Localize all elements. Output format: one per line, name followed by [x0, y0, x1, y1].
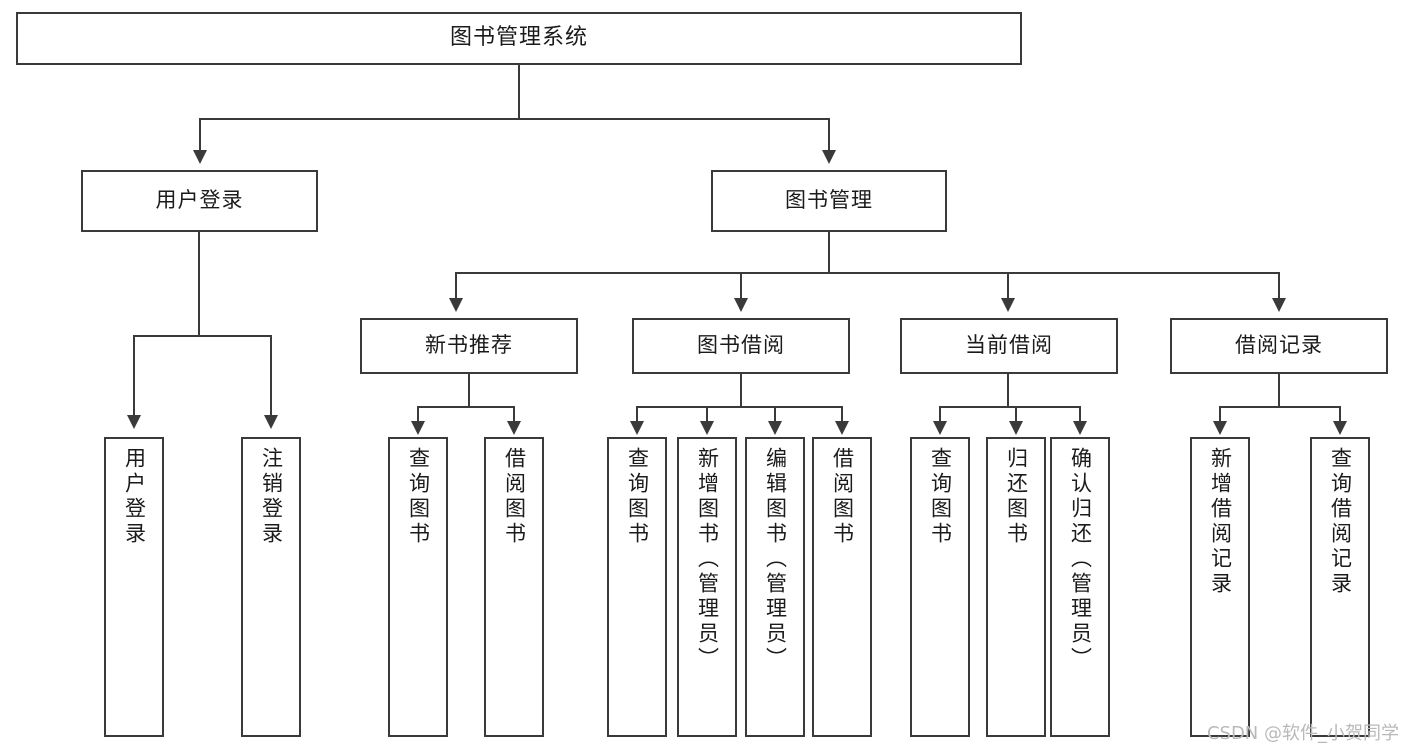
leaf-label: 查询图书	[625, 447, 650, 547]
arrowhead-borrow-record	[1272, 298, 1286, 312]
connector-bb-leaf-3	[774, 406, 776, 423]
connector-br-leaf-1	[1219, 406, 1221, 423]
arrowhead-nbr-leaf-1	[411, 421, 425, 435]
connector-br-leaf-2	[1339, 406, 1341, 423]
connector-user-login-stem	[198, 232, 200, 335]
leaf-query-borrow-record[interactable]: 查询借阅记录	[1310, 437, 1370, 737]
arrowhead-bb-leaf-3	[768, 421, 782, 435]
leaf-label: 确认归还（管理员）	[1068, 447, 1093, 672]
node-label: 借阅记录	[1235, 333, 1323, 358]
arrowhead-cb-leaf-3	[1073, 421, 1087, 435]
leaf-label: 借阅图书	[502, 447, 527, 547]
arrowhead-user-login-leaf-1	[127, 415, 141, 429]
connector-level3-bar	[455, 272, 1280, 274]
connector-to-book-borrow	[740, 272, 742, 300]
leaf-logout-login[interactable]: 注销登录	[241, 437, 301, 737]
connector-borrow-record-bar	[1219, 406, 1341, 408]
connector-root-bar	[199, 118, 830, 120]
connector-user-login-to-leaf-1	[133, 335, 135, 417]
leaf-label: 查询图书	[406, 447, 431, 547]
arrowhead-book-borrow	[734, 298, 748, 312]
connector-borrow-record-stem	[1278, 374, 1280, 406]
connector-current-borrow-bar	[939, 406, 1081, 408]
leaf-edit-book-admin[interactable]: 编辑图书（管理员）	[745, 437, 805, 737]
connector-cb-leaf-2	[1015, 406, 1017, 423]
node-new-book-recommend[interactable]: 新书推荐	[360, 318, 578, 374]
arrowhead-bb-leaf-2	[700, 421, 714, 435]
leaf-label: 借阅图书	[830, 447, 855, 547]
arrowhead-bb-leaf-1	[630, 421, 644, 435]
leaf-confirm-return-admin[interactable]: 确认归还（管理员）	[1050, 437, 1110, 737]
arrowhead-nbr-leaf-2	[507, 421, 521, 435]
node-book-management[interactable]: 图书管理	[711, 170, 947, 232]
node-label: 图书管理系统	[449, 25, 588, 51]
arrowhead-bb-leaf-4	[835, 421, 849, 435]
connector-cb-leaf-1	[939, 406, 941, 423]
leaf-label: 新增图书（管理员）	[695, 447, 720, 672]
arrowhead-br-leaf-2	[1333, 421, 1347, 435]
connector-root-stem	[518, 65, 520, 118]
node-label: 当前借阅	[965, 333, 1053, 358]
node-label: 用户登录	[155, 188, 244, 213]
node-borrow-record[interactable]: 借阅记录	[1170, 318, 1388, 374]
arrowhead-root-to-user-login	[193, 150, 207, 164]
connector-nbr-leaf-1	[417, 406, 419, 423]
leaf-label: 查询图书	[928, 447, 953, 547]
node-current-borrow[interactable]: 当前借阅	[900, 318, 1118, 374]
connector-user-login-bar	[133, 335, 272, 337]
connector-new-book-recommend-stem	[468, 374, 470, 406]
arrowhead-user-login-leaf-2	[264, 415, 278, 429]
leaf-return-book[interactable]: 归还图书	[986, 437, 1046, 737]
arrowhead-cb-leaf-1	[933, 421, 947, 435]
node-label: 图书管理	[785, 188, 873, 213]
node-book-borrow[interactable]: 图书借阅	[632, 318, 850, 374]
arrowhead-root-to-book-manage	[822, 150, 836, 164]
arrowhead-br-leaf-1	[1213, 421, 1227, 435]
arrowhead-new-book-recommend	[449, 298, 463, 312]
connector-book-manage-stem	[828, 232, 830, 272]
connector-to-new-book-recommend	[455, 272, 457, 300]
leaf-label: 编辑图书（管理员）	[763, 447, 788, 672]
connector-root-to-book-manage	[828, 118, 830, 152]
connector-user-login-to-leaf-2	[270, 335, 272, 417]
leaf-query-book-recommend[interactable]: 查询图书	[388, 437, 448, 737]
connector-bb-leaf-4	[841, 406, 843, 423]
node-label: 图书借阅	[697, 333, 785, 358]
leaf-user-login[interactable]: 用户登录	[104, 437, 164, 737]
leaf-label: 查询借阅记录	[1328, 447, 1353, 597]
leaf-label: 注销登录	[259, 447, 284, 547]
connector-current-borrow-stem	[1007, 374, 1009, 406]
arrowhead-cb-leaf-2	[1009, 421, 1023, 435]
leaf-label: 新增借阅记录	[1208, 447, 1233, 597]
arrowhead-current-borrow	[1001, 298, 1015, 312]
connector-bb-leaf-2	[706, 406, 708, 423]
connector-book-borrow-stem	[740, 374, 742, 406]
leaf-borrow-book-recommend[interactable]: 借阅图书	[484, 437, 544, 737]
leaf-query-book-borrow[interactable]: 查询图书	[607, 437, 667, 737]
connector-nbr-leaf-2	[513, 406, 515, 423]
connector-to-borrow-record	[1278, 272, 1280, 300]
connector-bb-leaf-1	[636, 406, 638, 423]
connector-new-book-recommend-bar	[417, 406, 515, 408]
leaf-borrow-book[interactable]: 借阅图书	[812, 437, 872, 737]
connector-book-borrow-bar	[636, 406, 842, 408]
leaf-label: 用户登录	[122, 447, 147, 547]
node-user-login[interactable]: 用户登录	[81, 170, 318, 232]
csdn-watermark: CSDN @软件_小贺同学	[1206, 723, 1399, 744]
leaf-add-borrow-record[interactable]: 新增借阅记录	[1190, 437, 1250, 737]
connector-to-current-borrow	[1007, 272, 1009, 300]
connector-root-to-user-login	[199, 118, 201, 152]
connector-cb-leaf-3	[1079, 406, 1081, 423]
leaf-query-book-current[interactable]: 查询图书	[910, 437, 970, 737]
node-root-book-management-system[interactable]: 图书管理系统	[16, 12, 1022, 65]
leaf-add-book-admin[interactable]: 新增图书（管理员）	[677, 437, 737, 737]
leaf-label: 归还图书	[1004, 447, 1029, 547]
node-label: 新书推荐	[425, 333, 513, 358]
